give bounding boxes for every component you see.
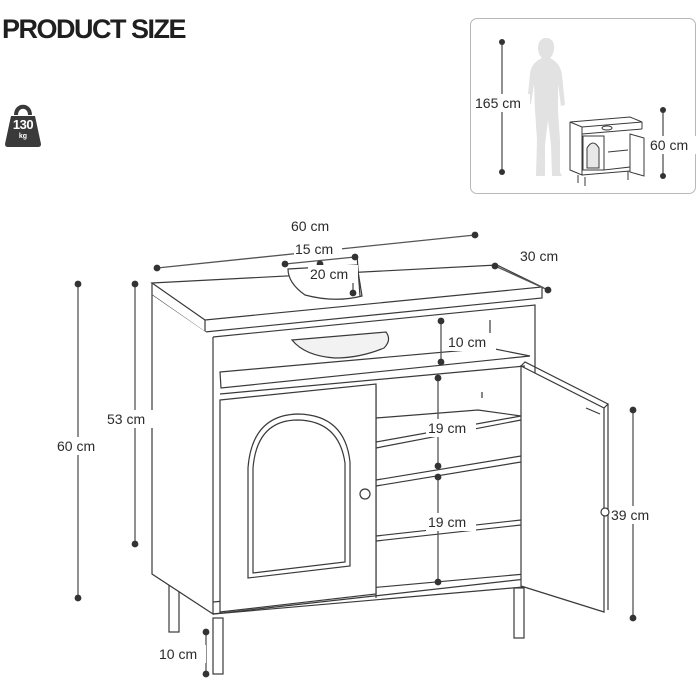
top-shelf-gap-label: 10 cm <box>448 334 486 350</box>
leg-height-label: 10 cm <box>159 646 197 662</box>
dimension-labels: 60 cm 30 cm 15 cm 20 cm 10 cm 60 cm 53 c… <box>56 217 660 663</box>
door-height-label: 39 cm <box>611 507 649 523</box>
sink-cutout-width-label: 15 cm <box>295 241 333 257</box>
width-label: 60 cm <box>291 218 329 234</box>
inset-cabinet <box>569 116 645 186</box>
weight-value: 130 <box>12 117 34 132</box>
body-height-label: 53 cm <box>107 411 145 427</box>
kettlebell-icon <box>5 104 41 147</box>
weight-capacity-badge: 130 kg <box>4 102 42 148</box>
inset-cabinet-height-label: 60 cm <box>650 137 688 153</box>
weight-unit: kg <box>18 133 28 140</box>
cabinet-legs <box>168 581 525 675</box>
person-height-label: 165 cm <box>475 95 521 111</box>
cabinet-drawing <box>150 254 610 675</box>
person-silhouette <box>527 38 565 176</box>
lower-shelf-gap-label: 19 cm <box>428 514 466 530</box>
sink-cutout-depth-label: 20 cm <box>310 266 348 282</box>
middle-shelf-gap-label: 19 cm <box>428 420 466 436</box>
depth-label: 30 cm <box>520 248 558 264</box>
dimension-endpoints <box>74 231 637 678</box>
inset-graphics: 165 cm 60 cm <box>474 38 696 186</box>
page-title: PRODUCT SIZE <box>2 14 187 44</box>
total-height-label: 60 cm <box>57 438 95 454</box>
